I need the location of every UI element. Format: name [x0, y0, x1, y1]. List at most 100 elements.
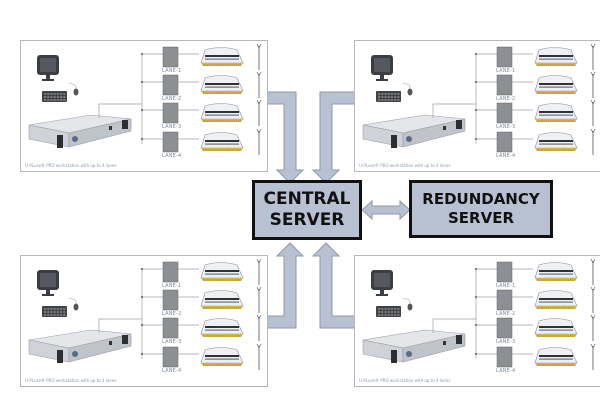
- lane-label: LANE-4: [496, 153, 516, 159]
- junction-dot: [141, 138, 143, 140]
- junction-dot: [475, 81, 477, 83]
- keyboard-icon: [42, 91, 67, 102]
- arrow-topright: [311, 91, 356, 184]
- lane-label: LANE-4: [496, 368, 516, 374]
- antenna-tip: [590, 314, 596, 320]
- lane-controller-icon: [496, 289, 513, 311]
- mouse-icon: [73, 303, 79, 311]
- vehicle-scanner-icon: [200, 47, 244, 66]
- vehicle-scanner-icon: [534, 290, 578, 309]
- vehicle-scanner-icon: [534, 262, 578, 281]
- redundancy-server-line2: SERVER: [447, 209, 514, 227]
- antenna-tip: [256, 286, 262, 292]
- network-cable: [432, 318, 476, 333]
- vehicle-scanner-icon: [200, 75, 244, 94]
- lane-label: LANE-2: [496, 96, 516, 102]
- junction-dot: [475, 296, 477, 298]
- keyboard-icon: [42, 306, 67, 317]
- vehicle-scanner-icon: [534, 103, 578, 122]
- lane-controller-icon: [496, 261, 513, 283]
- network-cable: [98, 103, 142, 118]
- antenna-tip: [590, 99, 596, 105]
- redundancy-server-box: REDUNDANCY SERVER: [409, 180, 553, 238]
- redundancy-server-line1: REDUNDANCY: [422, 190, 540, 209]
- arrow-bottomright: [311, 242, 356, 329]
- mouse-icon: [407, 88, 413, 96]
- lane-controller-icon: [162, 261, 179, 283]
- lane-controller-icon: [496, 346, 513, 368]
- monitor-icon: [371, 270, 393, 296]
- antenna-tip: [590, 258, 596, 264]
- lane-label: LANE-3: [162, 124, 182, 130]
- antenna-tip: [256, 43, 262, 49]
- vehicle-scanner-icon: [200, 103, 244, 122]
- antenna-tip: [590, 43, 596, 49]
- mouse-icon: [407, 303, 413, 311]
- network-cable: [432, 103, 476, 118]
- lane-label: LANE-2: [162, 96, 182, 102]
- arrow-central-redundancy: [361, 199, 411, 221]
- workstation-illustration: [362, 258, 596, 370]
- lane-controller-icon: [496, 46, 513, 68]
- workstation-rack-icon: [28, 329, 132, 363]
- lane-label: LANE-4: [162, 153, 182, 159]
- workstation-illustration: [28, 258, 262, 370]
- junction-dot: [141, 353, 143, 355]
- lane-controller-icon: [162, 346, 179, 368]
- lane-controller-icon: [162, 131, 179, 153]
- workstation-rack-icon: [362, 114, 466, 148]
- lane-label: LANE-3: [496, 339, 516, 345]
- vehicle-scanner-icon: [534, 318, 578, 337]
- antenna-tip: [256, 258, 262, 264]
- lane-controller-icon: [162, 102, 179, 124]
- lane-label: LANE-2: [496, 311, 516, 317]
- monitor-icon: [37, 55, 59, 81]
- vehicle-scanner-icon: [200, 290, 244, 309]
- junction-dot: [141, 81, 143, 83]
- lane-controller-icon: [162, 74, 179, 96]
- workstation-caption: U-PLuse® PRO workstation with up to 4 la…: [25, 378, 117, 383]
- vehicle-scanner-icon: [200, 262, 244, 281]
- arrow-bottomleft: [261, 242, 305, 329]
- network-cable: [98, 318, 142, 333]
- workstation-caption: U-PLuse® PRO workstation with up to 4 la…: [359, 378, 451, 383]
- junction-dot: [475, 109, 477, 111]
- workstation-illustration: [362, 43, 596, 155]
- lane-controller-icon: [496, 131, 513, 153]
- lane-label: LANE-1: [162, 68, 182, 74]
- lane-label: LANE-3: [496, 124, 516, 130]
- central-server-line2: SERVER: [269, 210, 345, 230]
- vehicle-scanner-icon: [200, 318, 244, 337]
- monitor-icon: [371, 55, 393, 81]
- antenna-tip: [256, 128, 262, 134]
- lane-controller-icon: [162, 46, 179, 68]
- lane-controller-icon: [496, 74, 513, 96]
- antenna-tip: [590, 128, 596, 134]
- lane-controller-icon: [496, 317, 513, 339]
- lane-label: LANE-1: [496, 68, 516, 74]
- mouse-cable: [68, 82, 77, 89]
- lane-label: LANE-3: [162, 339, 182, 345]
- antenna-tip: [256, 314, 262, 320]
- workstation-rack-icon: [28, 114, 132, 148]
- lane-label: LANE-1: [162, 283, 182, 289]
- keyboard-icon: [376, 91, 401, 102]
- lane-controller-icon: [162, 289, 179, 311]
- workstation-illustration: [28, 43, 262, 155]
- junction-dot: [475, 268, 477, 270]
- junction-dot: [141, 268, 143, 270]
- vehicle-scanner-icon: [534, 75, 578, 94]
- keyboard-icon: [376, 306, 401, 317]
- mouse-cable: [402, 297, 411, 304]
- junction-dot: [475, 353, 477, 355]
- antenna-tip: [590, 343, 596, 349]
- vehicle-scanner-icon: [534, 47, 578, 66]
- antenna-tip: [256, 71, 262, 77]
- lane-label: LANE-4: [162, 368, 182, 374]
- arrow-topleft-outer: [261, 91, 305, 184]
- vehicle-scanner-icon: [534, 132, 578, 151]
- antenna-tip: [590, 286, 596, 292]
